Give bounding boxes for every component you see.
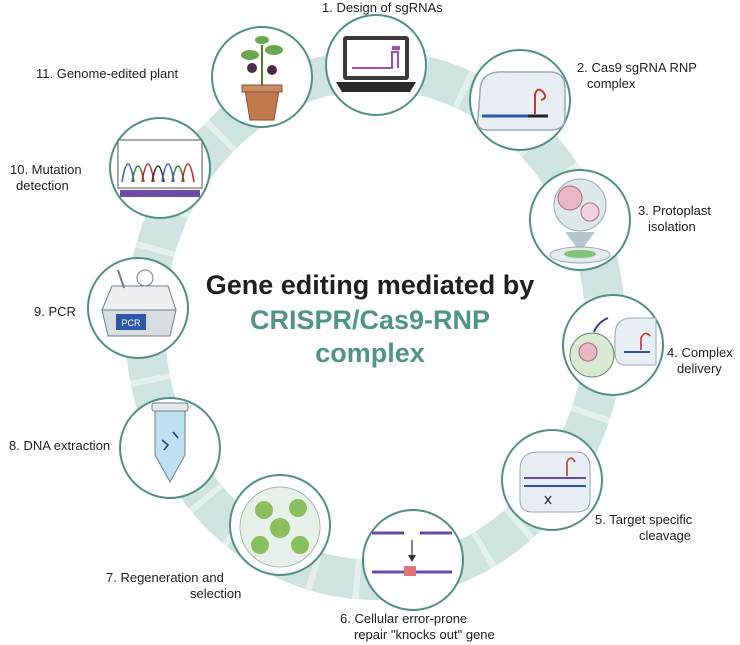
plant-pot-icon	[241, 36, 283, 121]
dna-repair-icon	[372, 531, 452, 576]
step-1-circle	[325, 14, 427, 116]
cell-delivery-icon	[569, 317, 657, 378]
step-9-circle: PCR	[87, 257, 189, 359]
step-5-label: 5. Target specific cleavage	[595, 512, 693, 543]
tube-icon	[151, 402, 189, 484]
cas9-rnp-icon	[476, 71, 566, 131]
step-10-circle	[109, 117, 211, 219]
step-1-label: 1. Design of sgRNAs	[322, 0, 443, 15]
step-7-label: 7. Regeneration and selection	[106, 570, 242, 601]
step-8-circle	[119, 397, 221, 499]
step-11-circle	[211, 26, 313, 128]
chromatogram-icon	[117, 139, 203, 197]
step-5-circle	[501, 429, 603, 531]
step-6-label: 6. Cellular error-prone repair "knocks o…	[340, 611, 495, 642]
step-3-label: 3. Protoplast isolation	[638, 203, 711, 234]
step-8-label: 8. DNA extraction	[9, 438, 111, 453]
pcr-screen-label: PCR	[121, 318, 141, 328]
step-2-circle	[469, 49, 571, 151]
step-6-circle	[362, 509, 464, 611]
protoplast-icon	[549, 178, 611, 264]
step-2-label: 2. Cas9 sgRNA RNP complex	[577, 60, 697, 91]
cleavage-icon	[519, 451, 591, 513]
step-7-circle	[229, 474, 331, 576]
step-3-circle	[529, 169, 631, 271]
title-line-1: Gene editing mediated by	[205, 270, 535, 300]
step-10-label: 10. Mutation detection	[10, 162, 82, 193]
pcr-machine-icon: PCR	[101, 269, 177, 337]
step-11-label: 11. Genome-edited plant	[36, 66, 179, 81]
step-4-label: 4. Complex delivery	[667, 345, 733, 376]
step-4-circle	[562, 294, 664, 396]
title-line-2: CRISPR/Cas9-RNP	[249, 305, 491, 335]
title-line-3: complex	[315, 338, 425, 368]
petri-dish-icon	[239, 486, 321, 568]
laptop-icon	[336, 36, 416, 92]
step-9-label: 9. PCR	[34, 304, 76, 319]
